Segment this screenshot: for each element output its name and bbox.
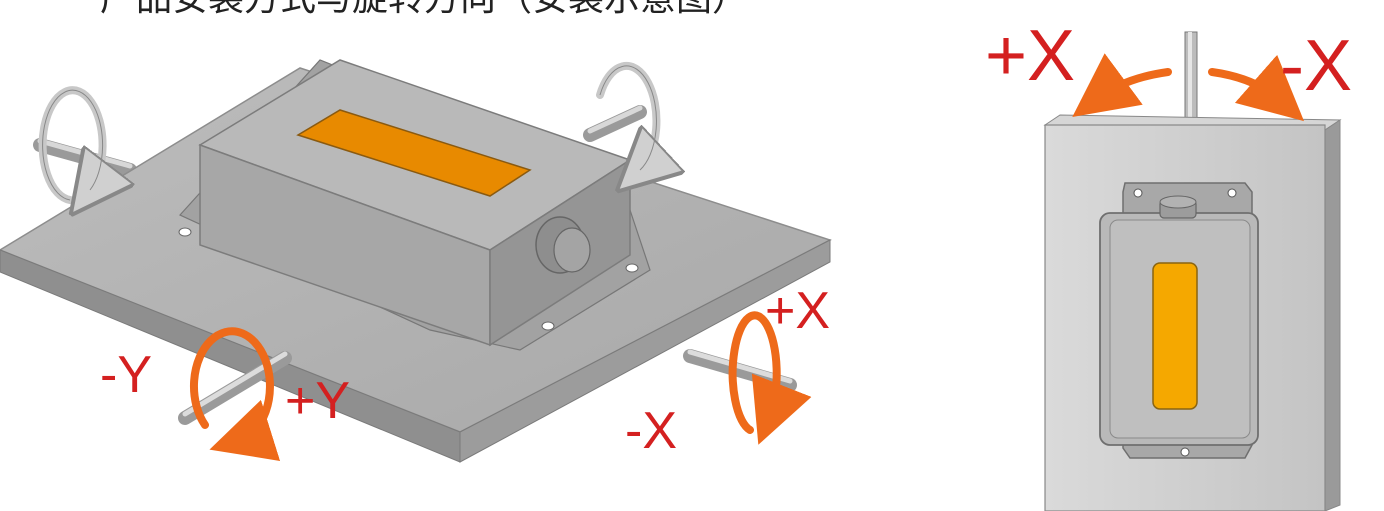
label-pos-y: +Y xyxy=(285,372,350,430)
curved-arrow-icon xyxy=(1072,53,1172,118)
connector xyxy=(535,216,591,274)
mount-hole xyxy=(1133,188,1143,198)
display-window xyxy=(1152,262,1198,410)
mounted-sensor xyxy=(1099,182,1259,459)
display-window xyxy=(296,109,532,197)
label-neg-x: -X xyxy=(625,402,677,460)
rotation-arrow-icon xyxy=(728,311,812,445)
mount-hole xyxy=(1227,188,1237,198)
mount-hole xyxy=(625,263,639,273)
back-left-rod xyxy=(33,138,137,177)
label-pos-x-top: +X xyxy=(985,16,1075,96)
label-neg-x-top: -X xyxy=(1280,26,1352,106)
curved-arrow-icon xyxy=(1208,54,1305,122)
right-view: +X -X xyxy=(985,16,1352,511)
back-right-rod xyxy=(583,105,647,142)
header-caption: 产品安装方式与旋转方向（安装示意图） xyxy=(100,0,748,19)
connector xyxy=(1159,195,1197,219)
mount-hole xyxy=(1180,447,1190,457)
vertical-shaft xyxy=(1184,31,1198,128)
label-neg-y: -Y xyxy=(100,346,152,404)
left-view: -Y +Y +X -X xyxy=(0,59,832,463)
mount-hole xyxy=(541,321,555,331)
mount-hole xyxy=(178,227,192,237)
rotation-arrow-icon xyxy=(596,61,656,170)
rotation-arrow-icon xyxy=(189,327,281,461)
label-pos-x: +X xyxy=(765,282,830,340)
rotation-arrow-icon xyxy=(38,86,103,200)
